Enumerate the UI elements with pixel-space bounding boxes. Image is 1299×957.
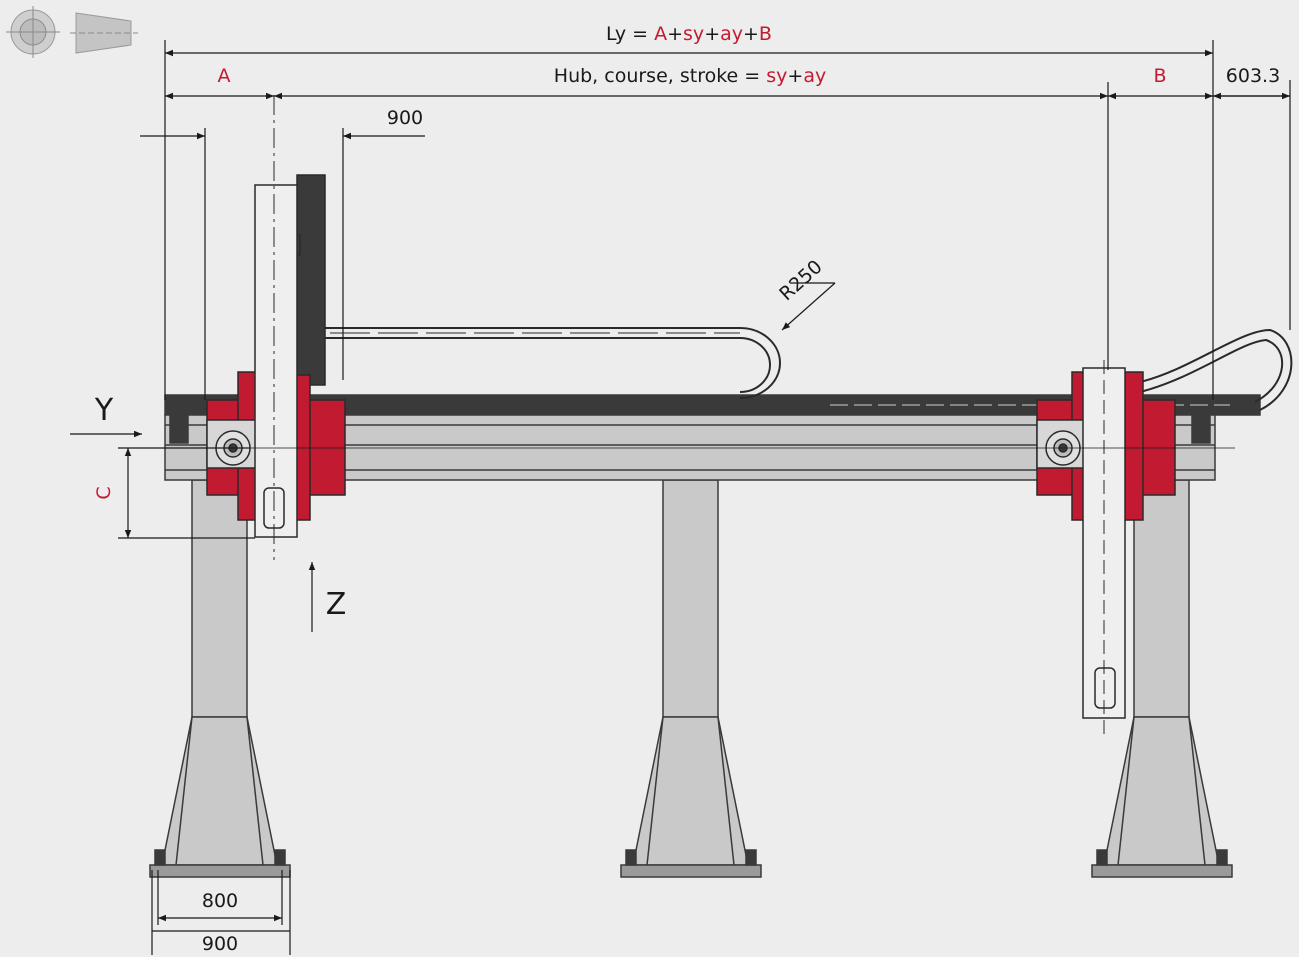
a-dimension-label: A	[218, 65, 231, 87]
front-view-circle-icon[interactable]	[6, 6, 60, 58]
stroke-dimension-label: Hub, course, stroke = sy+ay	[554, 65, 826, 87]
dimension-lines	[70, 40, 1291, 955]
cable-chain	[325, 327, 1293, 411]
b-dimension-label: B	[1153, 65, 1166, 87]
foot-inner-width-label: 800	[202, 890, 238, 912]
carriage-width-label: 900	[387, 107, 423, 129]
right-leg	[1091, 479, 1233, 878]
right-carriage	[1036, 360, 1176, 740]
left-carriage	[206, 174, 346, 538]
z-axis-label: Z	[326, 587, 347, 622]
ly-dimension-label: Ly = A+sy+ay+B	[606, 23, 772, 45]
side-view-cone-icon[interactable]	[70, 12, 138, 54]
foot-outer-width-label: 900	[202, 933, 238, 955]
middle-leg	[620, 479, 762, 878]
y-axis-label: Y	[94, 393, 114, 428]
overhang-dimension-label: 603.3	[1226, 65, 1280, 87]
left-leg	[149, 479, 291, 878]
c-dimension-label: C	[93, 486, 115, 499]
